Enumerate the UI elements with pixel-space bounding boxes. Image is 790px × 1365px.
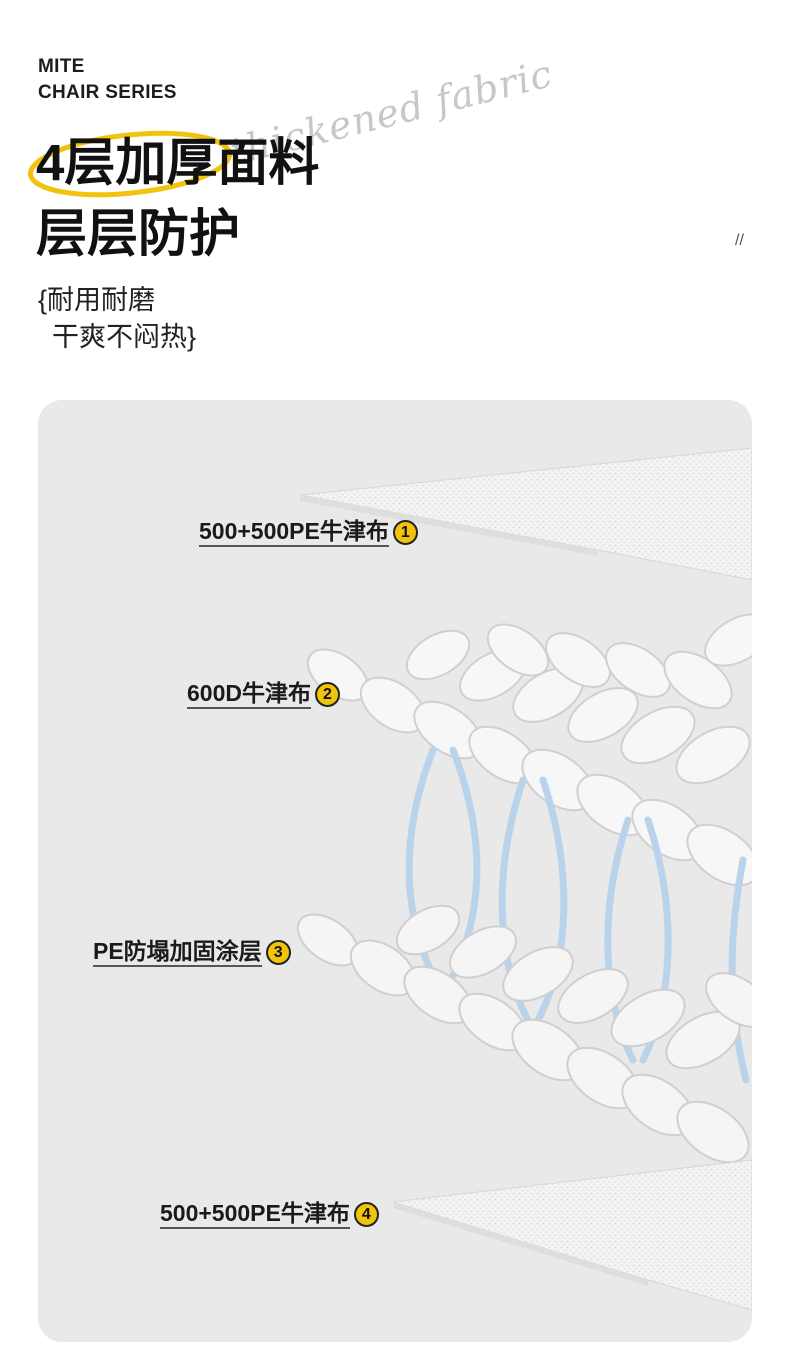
layer-number-3-badge: 3: [265, 940, 291, 965]
brand-line-1: MITE: [38, 56, 85, 77]
layer-label-2-text: 600D牛津布: [187, 680, 311, 709]
fabric-sheet-bottom: [392, 1159, 752, 1311]
fabric-layers-panel: 500+500PE牛津布 1 600D牛津布 2 PE防塌加固涂层 3 500+…: [38, 400, 752, 1342]
braided-layer-upper: [306, 613, 752, 887]
layer-number-4-badge: 4: [353, 1202, 379, 1227]
braided-layer-lower: [296, 904, 752, 1164]
decor-slash: //: [735, 232, 744, 249]
highlight-ellipse: [28, 130, 232, 198]
layer-label-4-text: 500+500PE牛津布: [160, 1200, 350, 1229]
layer-number-2-badge: 2: [314, 682, 340, 707]
layer-label-1-text: 500+500PE牛津布: [199, 518, 389, 547]
layer-label-4: 500+500PE牛津布 4: [160, 1200, 379, 1229]
page-title-line-1: 4层加厚面料: [36, 134, 320, 191]
layer-label-1: 500+500PE牛津布 1: [199, 518, 418, 547]
subtitle-line-2: 干爽不闷热}: [52, 322, 197, 352]
page-title-line-2: 层层防护: [36, 205, 241, 262]
brand-logo: MITE CHAIR SERIES: [38, 54, 177, 106]
layer-number-1-badge: 1: [392, 520, 418, 545]
support-threads: [405, 746, 750, 1084]
brand-line-2: CHAIR SERIES: [38, 82, 177, 103]
layer-label-3-text: PE防塌加固涂层: [93, 938, 262, 967]
layer-label-3: PE防塌加固涂层 3: [93, 938, 291, 967]
subtitle-line-1: {耐用耐磨: [38, 285, 156, 315]
layer-label-2: 600D牛津布 2: [187, 680, 340, 709]
fabric-sheet-top: [299, 447, 752, 581]
